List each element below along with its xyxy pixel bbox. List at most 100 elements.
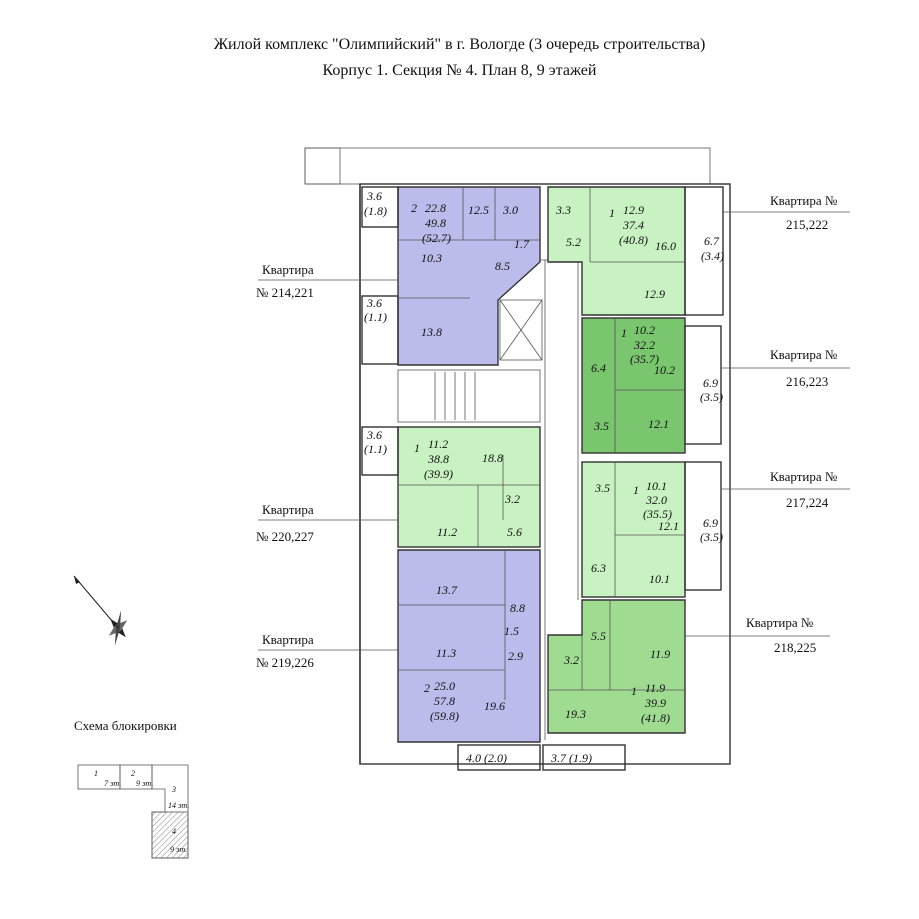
apartment-216-rooms: 1 10.2 32.2 (35.7) 6.4 10.2 3.5 12.1 6.9… <box>591 323 723 433</box>
apartment-217-area[interactable] <box>581 461 722 598</box>
room-area: 3.3 <box>555 203 571 217</box>
callout-214-line1: Квартира <box>262 262 314 277</box>
callout-214-line2: № 214,221 <box>256 285 314 300</box>
room-area: 8.5 <box>495 259 510 273</box>
apartment-218-rooms: 1 11.9 39.9 (41.8) 5.5 11.9 3.2 19.3 3.7… <box>550 629 670 765</box>
stair-core <box>397 259 580 740</box>
scheme-section-2: 2 <box>131 769 135 778</box>
room-count: 1 <box>609 206 615 220</box>
callout-219-line2: № 219,226 <box>256 655 314 670</box>
room-count: 1 <box>631 684 637 698</box>
room-area: 3.5 <box>594 481 610 495</box>
living-area: 10.2 <box>634 323 655 337</box>
room-area: 8.8 <box>510 601 525 615</box>
room-area: 1.5 <box>504 624 519 638</box>
living-area: 11.9 <box>645 681 665 695</box>
room-area: 5.6 <box>507 525 522 539</box>
callout-216-line2: 216,223 <box>786 374 828 389</box>
total-area: 57.8 <box>434 694 455 708</box>
balcony-area: 3.6 <box>366 428 382 442</box>
room-area: 11.9 <box>650 647 670 661</box>
room-count: 2 <box>424 681 430 695</box>
callout-220-line1: Квартира <box>262 502 314 517</box>
apartment-callouts: Квартира № 214,221 Квартира № 220,227 Кв… <box>256 193 837 670</box>
apartment-218-area[interactable] <box>542 599 686 771</box>
room-area: 16.0 <box>655 239 676 253</box>
callout-220-line2: № 220,227 <box>256 529 314 544</box>
compass-rose-icon <box>73 575 128 646</box>
total-area: 39.9 <box>644 696 666 710</box>
callout-218-line1: Квартира № <box>746 615 813 630</box>
apartment-214-area[interactable] <box>361 186 541 366</box>
room-area: 10.2 <box>654 363 675 377</box>
apartment-215-area[interactable] <box>547 186 724 316</box>
balcony-area: 3.6 <box>366 296 382 310</box>
scheme-note-1: 7 эт. <box>104 779 121 788</box>
apartment-219-area[interactable] <box>397 549 541 771</box>
room-area: 10.1 <box>649 572 670 586</box>
room-area: 2.9 <box>508 649 523 663</box>
room-area: 11.2 <box>437 525 457 539</box>
room-area: 3.0 <box>502 203 518 217</box>
callout-215-line2: 215,222 <box>786 217 828 232</box>
room-area: 19.3 <box>565 707 586 721</box>
callout-217-line2: 217,224 <box>786 495 829 510</box>
room-area: 12.1 <box>658 519 679 533</box>
room-count: 2 <box>411 201 417 215</box>
room-area: 13.8 <box>421 325 442 339</box>
leader-lines <box>258 211 850 651</box>
scheme-note-4: 9 эт. <box>170 845 187 854</box>
balcony-area: 6.9 <box>703 516 718 530</box>
scheme-note-3: 14 эт. <box>168 801 189 810</box>
callout-219-line1: Квартира <box>262 632 314 647</box>
building-outline <box>304 147 731 765</box>
room-count: 1 <box>633 483 639 497</box>
room-count: 1 <box>414 441 420 455</box>
balcony-area-reduced: (3.5) <box>700 530 723 544</box>
total-area: 37.4 <box>622 218 644 232</box>
room-area: 3.2 <box>563 653 579 667</box>
apartment-214-rooms: 2 22.8 49.8 (52.7) 12.5 3.0 1.7 10.3 8.5… <box>364 189 530 339</box>
room-count: 1 <box>621 326 627 340</box>
callout-216-line1: Квартира № <box>770 347 837 362</box>
living-area: 10.1 <box>646 479 667 493</box>
room-area: 12.1 <box>648 417 669 431</box>
total-area-balcony: (35.7) <box>630 352 659 366</box>
room-area: 18.8 <box>482 451 503 465</box>
apartment-220-area[interactable] <box>361 426 541 548</box>
balcony-area-reduced: (3.5) <box>700 390 723 404</box>
balcony-area: 3.6 <box>366 189 382 203</box>
room-area: 3.2 <box>504 492 520 506</box>
total-area-balcony: (41.8) <box>641 711 670 725</box>
total-area: 32.2 <box>633 338 655 352</box>
room-area: 5.2 <box>566 235 581 249</box>
total-area: 32.0 <box>645 493 667 507</box>
living-area: 22.8 <box>425 201 446 215</box>
callout-217-line1: Квартира № <box>770 469 837 484</box>
total-area-balcony: (40.8) <box>619 233 648 247</box>
scheme-section-3: 3 <box>171 785 176 794</box>
room-area: 12.5 <box>468 203 489 217</box>
room-area: 6.4 <box>591 361 606 375</box>
scheme-title: Схема блокировки <box>74 718 177 733</box>
room-area: 12.9 <box>644 287 665 301</box>
balcony-area: 6.9 <box>703 376 718 390</box>
balcony-area-reduced: (1.1) <box>364 442 387 456</box>
living-area: 11.2 <box>428 437 448 451</box>
plan-title-line2: Корпус 1. Секция № 4. План 8, 9 этажей <box>322 62 597 79</box>
scheme-section-1: 1 <box>94 769 98 778</box>
apartment-219-rooms: 2 25.0 57.8 (59.8) 13.7 8.8 1.5 11.3 2.9… <box>424 583 525 765</box>
room-area: 11.3 <box>436 646 456 660</box>
balcony-area-reduced: (1.8) <box>364 204 387 218</box>
scheme-section-4: 4 <box>172 827 176 836</box>
total-area: 49.8 <box>425 216 446 230</box>
apartment-217-rooms: 1 10.1 32.0 (35.5) 3.5 12.1 6.3 10.1 6.9… <box>591 479 723 586</box>
balcony-area-reduced: (3.4) <box>701 249 724 263</box>
room-area: 1.7 <box>514 237 530 251</box>
apartment-215-rooms: 1 12.9 37.4 (40.8) 3.3 5.2 16.0 12.9 6.7… <box>555 203 724 301</box>
balcony-area-reduced: (1.1) <box>364 310 387 324</box>
apartment-216-area[interactable] <box>581 317 722 454</box>
room-area: 19.6 <box>484 699 505 713</box>
room-area: 6.3 <box>591 561 606 575</box>
